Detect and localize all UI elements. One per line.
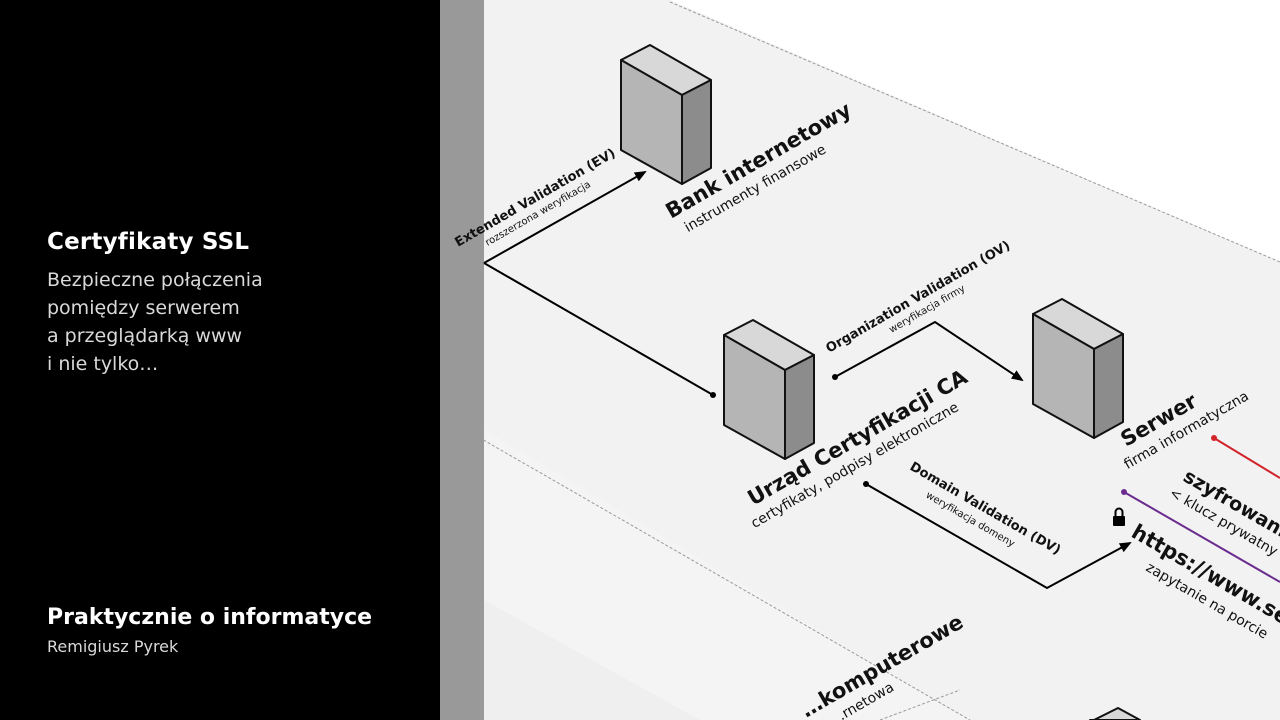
bank-server-icon: [620, 44, 712, 185]
plane-bottom-strip: [484, 600, 700, 720]
ca-server-icon: [723, 319, 815, 460]
lock-icon: [1113, 507, 1125, 526]
plane-edge: [669, 1, 1280, 263]
subtitle-line: i nie tylko…: [47, 353, 159, 375]
diagram-canvas: Bank internetowy instrumenty finansowe U…: [440, 0, 1280, 720]
subtitle-line: Bezpieczne połączenia: [47, 269, 263, 291]
subtitle-line: pomiędzy serwerem: [47, 297, 240, 319]
ca-link-line: [483, 262, 714, 396]
ov-start-dot: [832, 374, 838, 380]
plane-edge: [440, 414, 971, 720]
https-purple-line: [1123, 491, 1280, 583]
title-panel: Certyfikaty SSL Bezpieczne połączenia po…: [0, 0, 440, 720]
ov-arrow: [834, 320, 1024, 382]
bottom-server-icon: [1089, 707, 1141, 720]
lower-plane: [484, 430, 968, 720]
red-line-dot: [1211, 435, 1217, 441]
channel-name: Praktycznie o informatyce: [47, 605, 373, 630]
author-name: Remigiusz Pyrek: [47, 637, 179, 656]
slide-title: Certyfikaty SSL: [47, 229, 250, 255]
dv-arrow: [865, 483, 1132, 590]
dv-start-dot: [863, 481, 869, 487]
subtitle-line: a przeglądarką www: [47, 325, 243, 347]
ca-link-dot: [710, 392, 716, 398]
ev-arrow: [483, 171, 647, 264]
plane-edge: [879, 689, 961, 720]
purple-line-dot: [1121, 489, 1127, 495]
encryption-red-line: [1213, 437, 1280, 479]
web-server-icon: [1032, 298, 1124, 439]
ssl-diagram: Bank internetowy instrumenty finansowe U…: [440, 0, 1280, 720]
slide-subtitle: Bezpieczne połączenia pomiędzy serwerem …: [47, 266, 427, 378]
left-rail: [440, 0, 484, 720]
